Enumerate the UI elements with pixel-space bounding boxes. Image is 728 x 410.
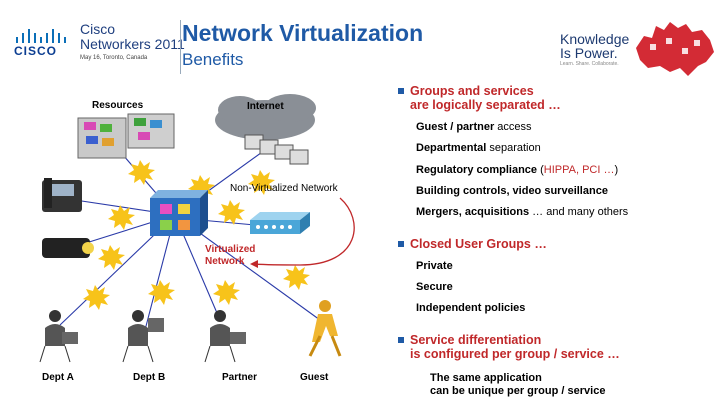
core-switch-icon (150, 190, 208, 236)
ip-phone-icon (42, 178, 82, 212)
bullet-square-icon (398, 88, 404, 94)
bullet-closed-user-groups: Closed User Groups … (398, 237, 547, 251)
dept-a-label: Dept A (42, 372, 74, 383)
cisco-wordmark: CISCO (14, 44, 58, 58)
bullet-square-icon (398, 241, 404, 247)
non-virtualized-label: Non-Virtualized Network (230, 183, 338, 194)
virtualization-arrow (252, 197, 355, 266)
groups-item: Building controls, video surveillance (416, 185, 608, 197)
user-dept-a-icon (39, 310, 78, 363)
slide-subtitle: Benefits (182, 50, 244, 69)
closed-item: Independent policies (416, 302, 526, 314)
user-dept-b-icon (122, 310, 164, 363)
service-sub-line-1: The same application (430, 372, 542, 384)
bullet-square-icon (398, 337, 404, 343)
internet-cloud-icon (215, 94, 316, 165)
diagram-graphics (39, 94, 355, 363)
bullet-service-differentiation: Service differentiation is configured pe… (398, 333, 620, 361)
groups-item: Mergers, acquisitions … and many others (416, 206, 629, 218)
groups-item: Departmental separation (416, 142, 541, 154)
starburst-icons (83, 160, 310, 310)
knowledge-is-power-logo: Knowledge Is Power. Learn. Share. Collab… (560, 31, 630, 67)
network-appliance-icon (250, 212, 310, 234)
guest-label: Guest (300, 372, 329, 383)
canada-map-icon (636, 22, 714, 76)
groups-item: Regulatory compliance (HIPPA, PCI …) (416, 164, 619, 176)
cisco-bridge-logo-icon (16, 29, 66, 43)
header-divider (180, 20, 181, 74)
internet-label: Internet (247, 101, 284, 112)
network-diagram: Resources Internet Non-Virtualized Netwo… (0, 80, 390, 410)
groups-item: Guest / partner access (416, 121, 532, 133)
partner-label: Partner (222, 372, 258, 383)
virtualized-label: Virtualized Network (205, 244, 256, 267)
service-sub-line-2: can be unique per group / service (430, 385, 606, 397)
slide-title: Network Virtualization (182, 20, 424, 46)
resources-servers-icon (77, 113, 175, 159)
resources-label: Resources (92, 100, 144, 111)
arrow-head-icon (250, 260, 258, 268)
surveillance-camera-icon (42, 238, 94, 258)
bullet-groups: Groups and services are logically separa… (398, 84, 561, 112)
event-title: Cisco Networkers 2011 May 16, Toronto, C… (80, 21, 185, 62)
dept-b-label: Dept B (133, 372, 166, 383)
closed-item: Private (416, 260, 453, 272)
closed-item: Secure (416, 281, 453, 293)
user-guest-icon (308, 300, 342, 357)
user-partner-icon (204, 310, 246, 363)
